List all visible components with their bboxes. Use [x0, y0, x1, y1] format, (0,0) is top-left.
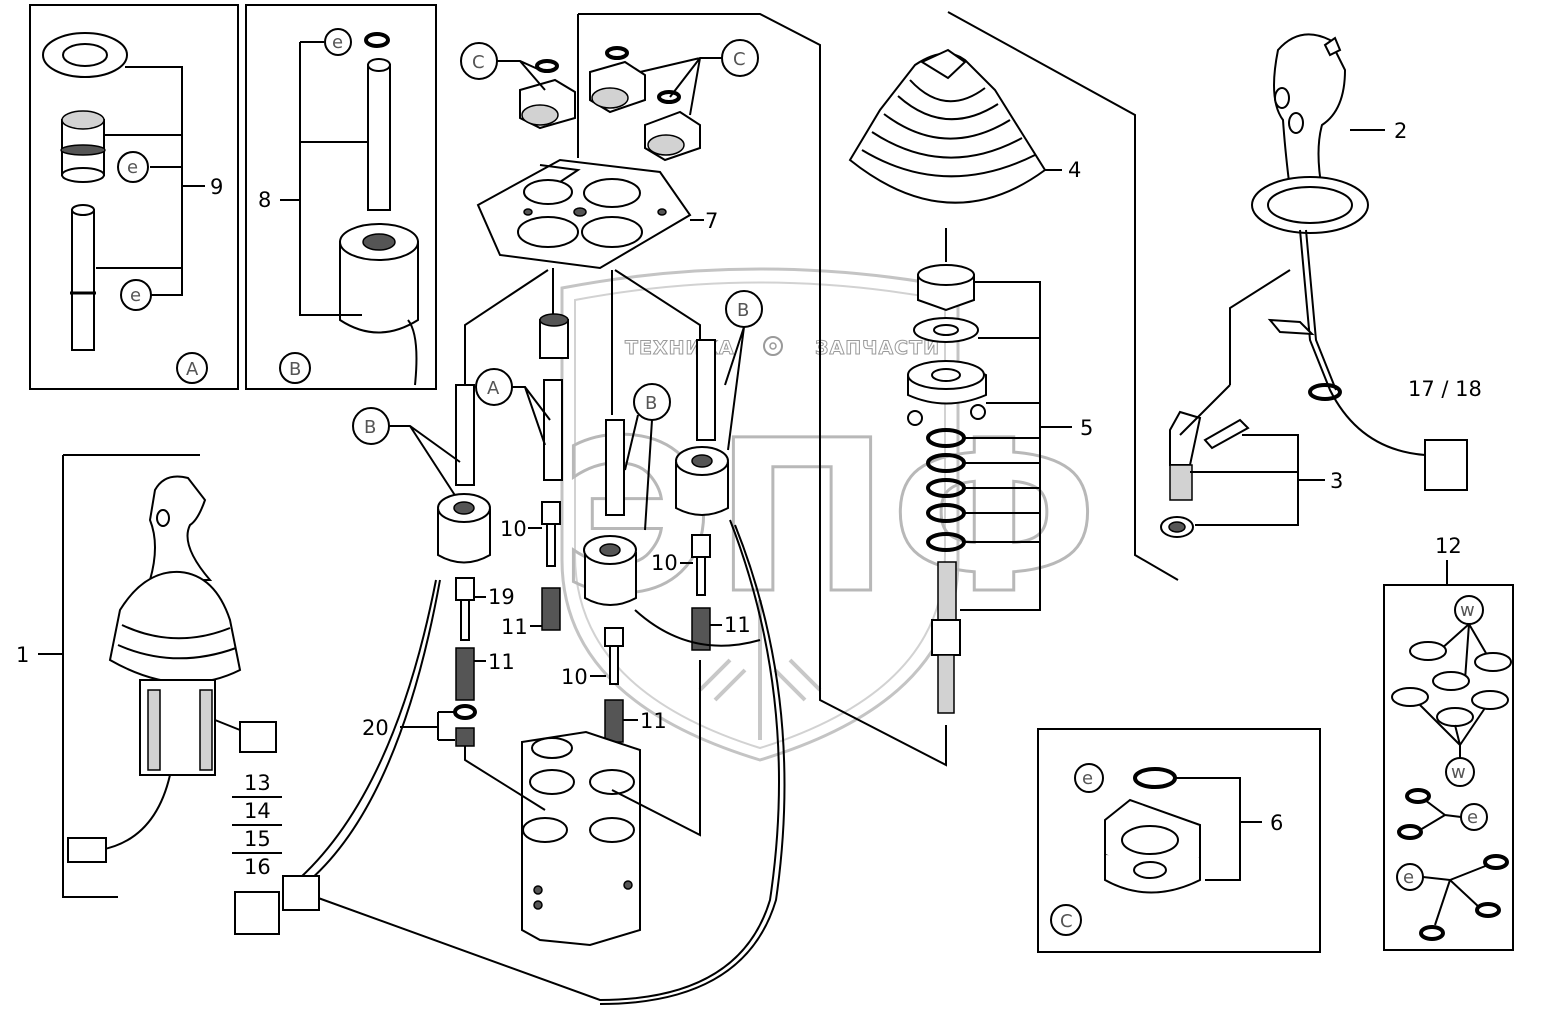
svg-text:14: 14 [244, 799, 271, 823]
svg-text:e: e [1082, 768, 1093, 789]
watermark-letters: ЭПФ [560, 395, 1098, 640]
callout-17-18: 17 / 18 [1408, 377, 1482, 401]
callout-stack-13-16: 13 14 15 16 [232, 771, 282, 879]
svg-text:10: 10 [651, 551, 678, 575]
watermark-left-word: ТЕХНИКА [625, 337, 735, 359]
plunger-c-right [644, 90, 701, 162]
svg-text:16: 16 [244, 855, 271, 879]
detail-box-a: e e 9 A [29, 4, 239, 390]
detail-box-b: e 8 B [245, 4, 437, 390]
detail-box-c: e 6 C [1037, 728, 1321, 953]
svg-text:13: 13 [244, 771, 271, 795]
svg-text:w: w [1451, 762, 1466, 783]
callout-3: 3 [1330, 469, 1343, 493]
detail-box-12: 12 w w e e [1383, 534, 1514, 951]
svg-text:B: B [289, 359, 301, 380]
watermark: ЭПФ ТЕХНИКА ЗАПЧАСТИ [559, 267, 1100, 762]
callout-9: 9 [210, 175, 223, 199]
fitting-3: 3 [1160, 384, 1343, 538]
spring-cup-1 [437, 493, 491, 564]
spring-cup-2 [583, 535, 637, 606]
svg-text:A: A [186, 359, 199, 380]
svg-text:11: 11 [724, 613, 751, 637]
wheat-ornament [698, 600, 822, 740]
svg-text:C: C [733, 49, 746, 70]
callout-1: 1 [16, 643, 29, 667]
svg-text:B: B [364, 417, 376, 438]
joystick-assembly-left: 1 [16, 454, 277, 898]
callout-20: 20 [362, 716, 389, 740]
svg-text:C: C [1060, 911, 1073, 932]
plunger-c-left [519, 59, 576, 130]
svg-text:11: 11 [501, 615, 528, 639]
svg-text:11: 11 [488, 650, 515, 674]
watermark-right-word: ЗАПЧАСТИ [815, 337, 940, 359]
svg-text:C: C [472, 52, 485, 73]
view-ref-c [1050, 904, 1082, 936]
svg-text:11: 11 [640, 709, 667, 733]
svg-text:10: 10 [561, 665, 588, 689]
callout-19: 19 [488, 585, 515, 609]
svg-text:A: A [487, 378, 500, 399]
callout-5: 5 [1080, 416, 1093, 440]
callout-2: 2 [1394, 119, 1407, 143]
svg-text:w: w [1460, 600, 1475, 621]
gear-icon [763, 336, 783, 356]
svg-text:15: 15 [244, 827, 271, 851]
svg-text:10: 10 [500, 517, 527, 541]
view-ref-b [279, 352, 311, 384]
svg-text:e: e [130, 285, 141, 306]
rubber-boot-4: 4 [848, 11, 1179, 581]
callout-7: 7 [705, 209, 718, 233]
svg-text:B: B [645, 393, 657, 414]
shaft-stack-5: 5 [907, 228, 1093, 714]
callout-8: 8 [258, 188, 271, 212]
svg-text:e: e [332, 32, 343, 53]
seal-ref-e [120, 279, 152, 311]
plunger-c-mid [589, 46, 646, 114]
center-assembly: C C 7 A B B B [234, 13, 947, 1005]
seal-ref-e [117, 151, 149, 183]
callout-6: 6 [1270, 811, 1283, 835]
view-ref-a [176, 352, 208, 384]
handle-assembly-2: 2 17 / 18 [1229, 33, 1482, 491]
spring-cup-3 [675, 446, 729, 516]
svg-text:e: e [127, 157, 138, 178]
svg-text:e: e [1403, 867, 1414, 888]
center-callouts: 10 10 10 19 11 11 11 11 20 [362, 517, 751, 740]
callout-12: 12 [1435, 534, 1462, 558]
svg-text:e: e [1467, 807, 1478, 828]
svg-text:B: B [737, 300, 749, 321]
callout-4: 4 [1068, 158, 1081, 182]
